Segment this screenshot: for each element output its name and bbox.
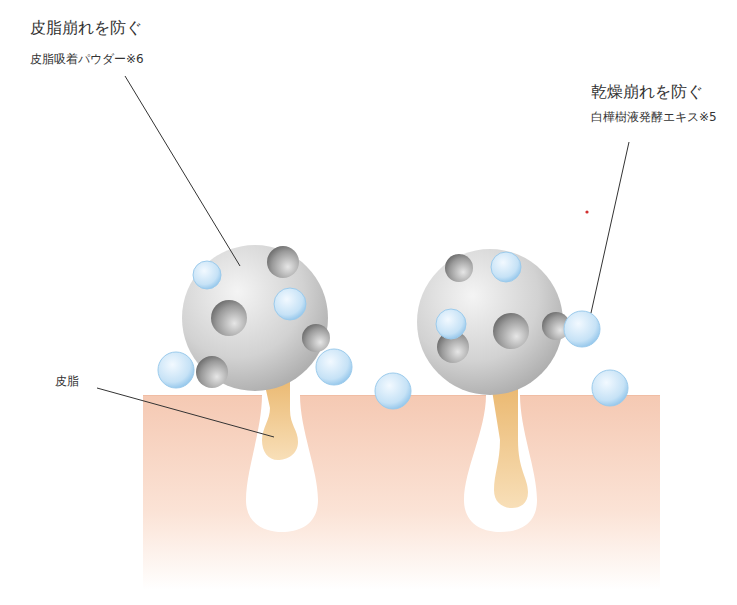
heading-label: 皮脂崩れを防ぐ	[30, 18, 142, 37]
leader-line	[97, 76, 629, 437]
ingredient-label: 白樺樹液発酵エキス※5	[591, 110, 717, 124]
dot	[585, 210, 588, 213]
adsorbing-powder	[182, 245, 570, 395]
moisture-drop	[158, 252, 628, 409]
heading-label: 乾燥崩れを防ぐ	[591, 82, 703, 101]
skin	[143, 395, 660, 590]
ingredient-label: 皮脂吸着パウダー※6	[30, 52, 144, 66]
part-label: 皮脂	[55, 374, 79, 388]
